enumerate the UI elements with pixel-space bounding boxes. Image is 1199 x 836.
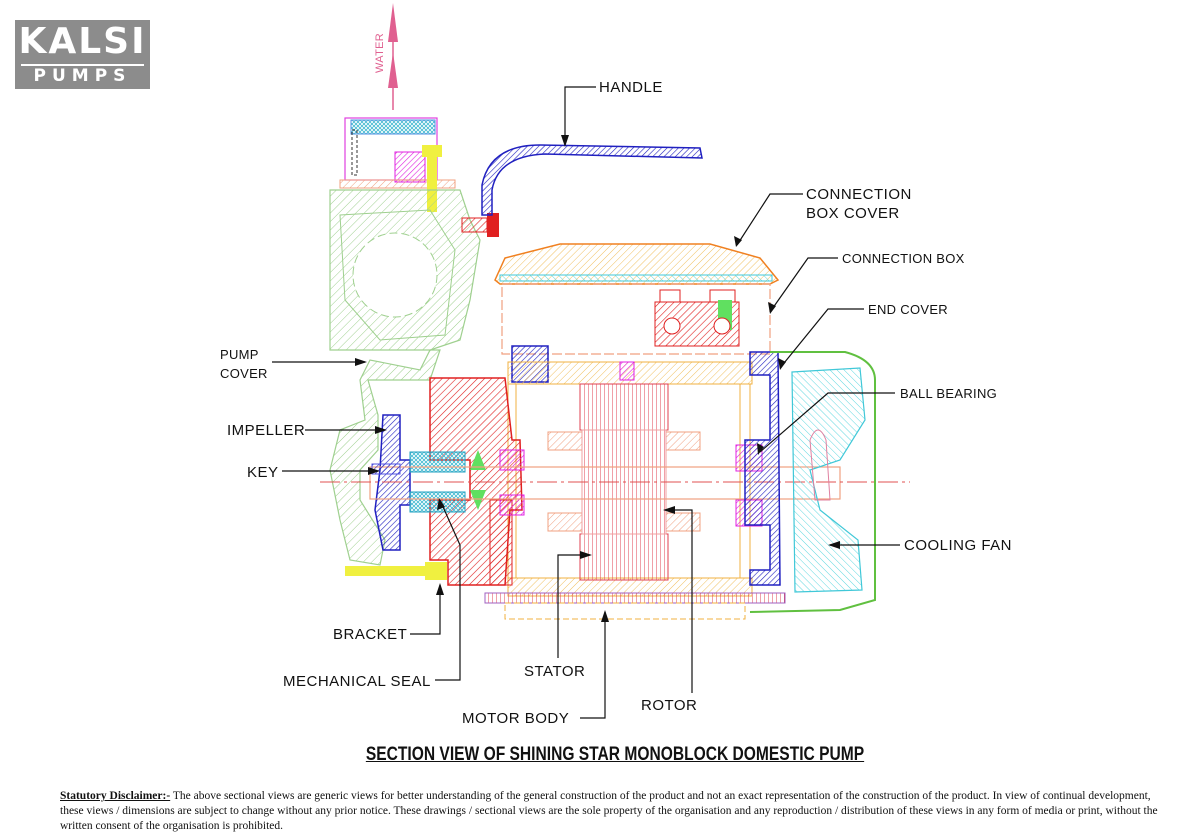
label-pump-cover: PUMP COVER [220, 347, 367, 381]
logo-line2: PUMPS [33, 66, 132, 86]
svg-text:MOTOR BODY: MOTOR BODY [462, 710, 569, 727]
svg-text:END COVER: END COVER [868, 302, 948, 317]
base-bolt [345, 562, 447, 580]
end-cover [744, 351, 781, 586]
svg-text:ROTOR: ROTOR [641, 697, 697, 714]
statutory-disclaimer: Statutory Disclaimer:- The above section… [60, 789, 1175, 834]
label-handle: HANDLE [561, 79, 663, 147]
label-connection-box: CONNECTION BOX [768, 251, 965, 314]
disclaimer-text: The above sectional views are generic vi… [60, 790, 1158, 832]
top-bolt [422, 145, 442, 212]
svg-text:BOX COVER: BOX COVER [806, 205, 900, 222]
svg-text:COVER: COVER [220, 366, 268, 381]
svg-text:MECHANICAL SEAL: MECHANICAL SEAL [283, 673, 431, 690]
logo-divider [21, 64, 144, 66]
svg-text:PUMP: PUMP [220, 347, 259, 362]
outlet-fitting [339, 117, 456, 189]
fan-cowl [749, 351, 876, 613]
svg-text:HANDLE: HANDLE [599, 79, 663, 96]
ball-bearing-front [499, 449, 525, 471]
terminal-block [654, 289, 740, 347]
label-cooling-fan: COOLING FAN [828, 537, 1012, 554]
casing-bolt [461, 213, 499, 237]
svg-text:BRACKET: BRACKET [333, 626, 407, 643]
label-impeller: IMPELLER [227, 422, 387, 439]
svg-text:CONNECTION: CONNECTION [806, 186, 912, 203]
handle [481, 144, 703, 216]
label-motor-body: MOTOR BODY [462, 610, 609, 727]
svg-text:BALL BEARING: BALL BEARING [900, 386, 997, 401]
shaft [369, 466, 841, 500]
label-rotor: ROTOR [641, 506, 697, 714]
connection-box [501, 283, 771, 355]
label-mechanical-seal: MECHANICAL SEAL [283, 498, 461, 690]
svg-text:KEY: KEY [247, 464, 279, 481]
stator-bottom [579, 533, 669, 581]
water-label: WATER [374, 33, 386, 73]
page-title: SECTION VIEW OF SHINING STAR MONOBLOCK D… [365, 744, 865, 765]
label-ball-bearing: BALL BEARING [757, 386, 997, 455]
stator-top [579, 383, 669, 431]
cooling-fan [791, 367, 866, 593]
svg-text:STATOR: STATOR [524, 663, 585, 680]
label-end-cover: END COVER [778, 302, 948, 370]
disclaimer-heading: Statutory Disclaimer:- [60, 790, 171, 802]
kalsi-logo: KALSI PUMPS [15, 20, 150, 89]
label-stator: STATOR [524, 551, 592, 680]
svg-text:CONNECTION BOX: CONNECTION BOX [842, 251, 965, 266]
svg-text:IMPELLER: IMPELLER [227, 422, 305, 439]
water-arrow: WATER [374, 3, 398, 110]
logo-line1: KALSI [18, 21, 147, 62]
key [371, 463, 401, 475]
label-bracket: BRACKET [333, 583, 444, 643]
label-connection-box-cover: CONNECTION BOX COVER [734, 186, 912, 247]
svg-text:COOLING FAN: COOLING FAN [904, 537, 1012, 554]
label-key: KEY [247, 464, 380, 481]
